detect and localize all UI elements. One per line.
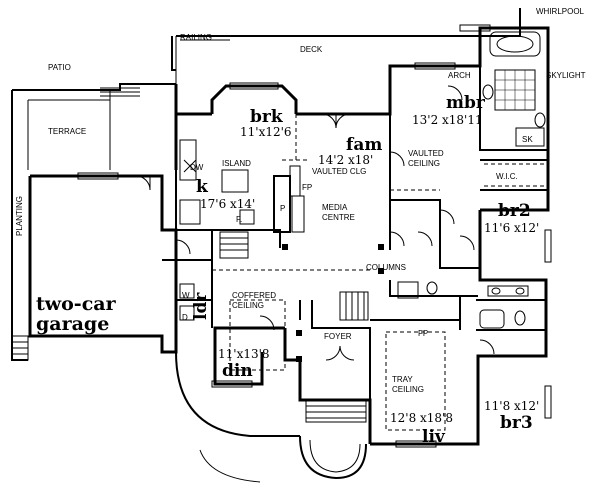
deck-label: DECK <box>300 45 323 54</box>
skylight-label: SKYLIGHT <box>546 71 586 80</box>
columns-label: COLUMNS <box>366 263 406 272</box>
whirlpool-label: WHIRLPOOL <box>536 7 585 16</box>
island-label: ISLAND <box>222 159 251 168</box>
interior-walls <box>162 66 548 400</box>
columns <box>282 244 384 362</box>
terrace-label: TERRACE <box>48 127 86 136</box>
room-brk-name: brk <box>250 107 284 127</box>
room-brk-dim: 11'x12'6 <box>240 125 292 139</box>
room-mbr-dim: 13'2 x18'11 <box>412 113 483 127</box>
room-fam-dim: 14'2 x18' <box>318 153 373 167</box>
arch-label: ARCH <box>448 71 471 80</box>
room-din-name: din <box>222 361 253 381</box>
wic-label: W.I.C. <box>496 172 518 181</box>
fp-label-family: FP <box>302 183 312 192</box>
garage-apron <box>11 335 29 361</box>
room-din-dim: 11'x13'8 <box>218 347 270 361</box>
coffered-ceiling-line2: CEILING <box>232 301 264 310</box>
front-porch <box>175 351 367 483</box>
room-k-name: k <box>196 177 209 197</box>
media-centre-fixture <box>273 159 310 233</box>
bath-fixtures <box>397 31 546 329</box>
room-liv-name: liv <box>422 427 446 447</box>
windows <box>77 24 552 448</box>
media-centre-line2: CENTRE <box>322 213 355 222</box>
room-ldr-name: ldr <box>191 292 211 320</box>
room-br3-name: br3 <box>500 413 533 433</box>
room-br2-name: br2 <box>498 201 531 221</box>
kitchen-fixtures <box>179 139 255 225</box>
foyer-label: FOYER <box>324 332 352 341</box>
stairs <box>219 231 369 423</box>
dryer-label: D <box>182 313 188 322</box>
room-br2-dim: 11'6 x12' <box>484 221 539 235</box>
closet-shelves <box>179 163 544 321</box>
room-liv-dim: 12'8 x18'8 <box>390 411 453 425</box>
room-mbr-name: mbr <box>446 93 486 113</box>
room-br3-dim: 11'8 x12' <box>484 399 539 413</box>
skylight-tile-grid <box>494 69 536 111</box>
patio-steps <box>100 87 140 97</box>
washer-label: W <box>182 291 190 300</box>
vaulted-clg-label: VAULTED CLG <box>312 167 366 176</box>
garage-label-line2: garage <box>36 313 109 335</box>
planting-label: PLANTING <box>15 196 24 236</box>
dw-label: DW <box>190 163 204 172</box>
doors <box>135 85 495 361</box>
f-label: F. <box>236 215 242 224</box>
sk-label: SK <box>522 135 533 144</box>
railing-label: RAILING <box>180 33 212 42</box>
room-k-dim: 17'6 x14' <box>200 197 255 211</box>
fp-label-living: FP <box>418 329 428 338</box>
ceiling-outlines <box>212 114 446 431</box>
p-label: P <box>280 204 285 213</box>
patio-label: PATIO <box>48 63 71 72</box>
tray-ceiling-line2: CEILING <box>392 385 424 394</box>
media-centre-line1: MEDIA <box>322 203 348 212</box>
garage-label-line1: two-car <box>36 293 117 315</box>
coffered-ceiling-line1: COFFERED <box>232 291 276 300</box>
vaulted-ceiling-line2: CEILING <box>408 159 440 168</box>
room-fam-name: fam <box>346 135 382 155</box>
tray-ceiling-line1: TRAY <box>392 375 413 384</box>
vaulted-ceiling-line1: VAULTED <box>408 149 444 158</box>
